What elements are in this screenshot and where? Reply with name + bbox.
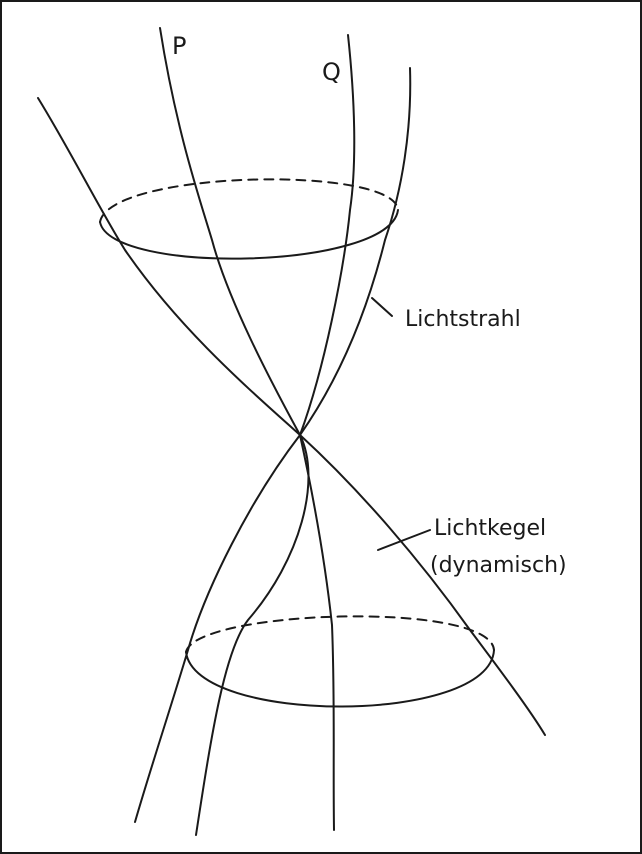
label-q: Q: [322, 58, 341, 86]
label-light-cone: Lichtkegel: [434, 516, 546, 541]
label-light-ray: Lichtstrahl: [405, 307, 521, 332]
lower-ellipse-back: [185, 615, 495, 653]
upper-ellipse-front: [99, 209, 399, 260]
worldline-q: [299, 34, 356, 831]
label-light-cone-dynamic: (dynamisch): [430, 553, 567, 578]
light-cone-pointer: [377, 529, 431, 551]
light-ray-pointer: [371, 297, 393, 317]
lower-ellipse-front: [185, 649, 495, 708]
cone-generator-left: [37, 97, 546, 736]
label-p: P: [172, 32, 186, 60]
worldline-p: [159, 27, 310, 836]
upper-ellipse-back: [99, 178, 399, 223]
cone-generator-right: [134, 67, 412, 823]
